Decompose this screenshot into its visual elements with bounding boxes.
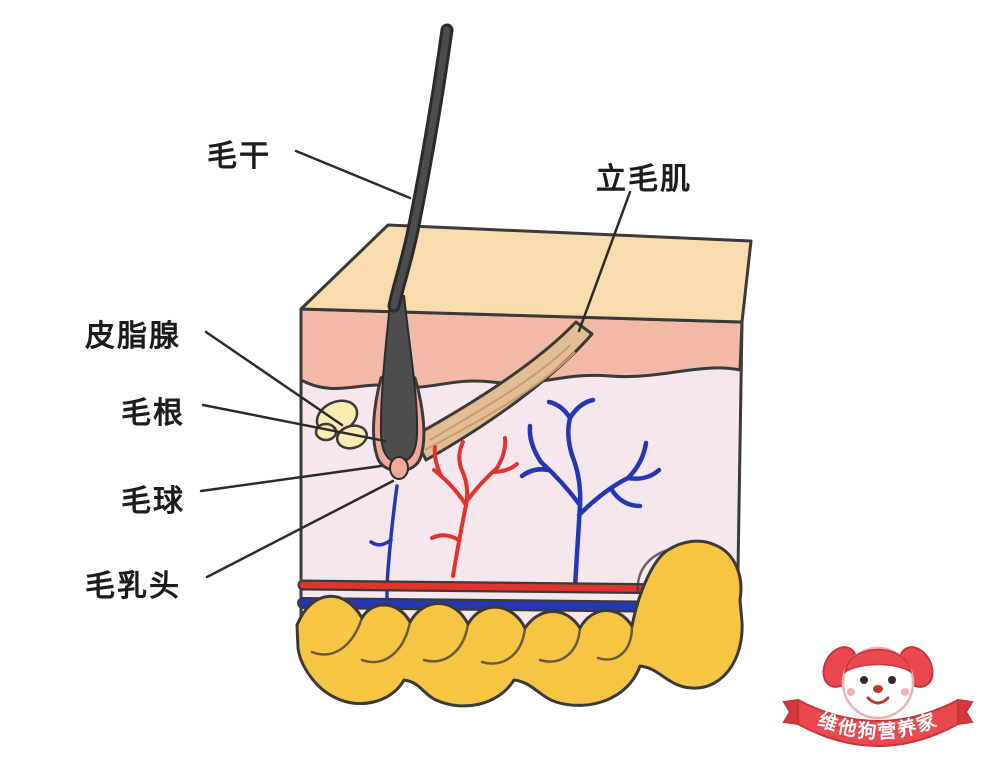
artery-line xyxy=(299,581,690,593)
sebaceous-lobe xyxy=(335,424,369,450)
vein-capillary-tree xyxy=(519,397,662,592)
label-hair-root: 毛根 xyxy=(121,397,185,430)
leader-arrector-pili xyxy=(577,190,632,333)
label-hair-shaft: 毛干 xyxy=(207,140,271,173)
dog-eye-left xyxy=(860,676,868,684)
banner-end-left xyxy=(782,698,799,726)
leader-lines xyxy=(199,149,632,579)
fat-lobules xyxy=(295,539,744,708)
artery-capillary-tree xyxy=(430,436,519,578)
dog-nose xyxy=(873,685,883,693)
label-hair-bulb: 毛球 xyxy=(121,485,185,518)
follicle-vein xyxy=(369,484,399,604)
subcutaneous-fat xyxy=(295,539,744,708)
label-sebaceous-gland: 皮脂腺 xyxy=(85,320,181,353)
hair-shaft xyxy=(387,23,454,313)
banner-end-right xyxy=(957,698,974,726)
arrector-pili-muscle xyxy=(412,320,594,462)
leader-hair-root xyxy=(201,403,387,443)
muscle-striation xyxy=(424,351,576,451)
sebaceous-lobe xyxy=(314,422,338,442)
muscle-striation xyxy=(429,344,571,441)
dog-cap xyxy=(843,648,913,674)
dog-mouth xyxy=(866,696,890,705)
mascot-logo: 维他狗营养家 xyxy=(782,646,974,747)
leader-hair-shaft xyxy=(294,149,412,200)
leader-sebaceous-gland xyxy=(204,330,344,427)
dog-eye-right xyxy=(888,676,896,684)
leader-hair-papilla xyxy=(205,479,395,579)
leader-hair-bulb xyxy=(199,464,383,493)
dog-blush-right xyxy=(901,688,909,696)
deep-vessels xyxy=(297,579,692,613)
hair-shaft-core xyxy=(390,26,451,310)
hair-papilla xyxy=(389,456,409,480)
hair-follicle xyxy=(314,295,426,480)
sebaceous-gland xyxy=(314,399,369,450)
vein-line xyxy=(299,599,690,611)
label-hair-papilla: 毛乳头 xyxy=(85,570,181,603)
muscle-body xyxy=(412,320,594,462)
skin-surface-top-face xyxy=(299,223,753,324)
dog-blush-left xyxy=(847,688,855,696)
label-arrector-pili: 立毛肌 xyxy=(596,163,692,196)
fat-lobule-outlines xyxy=(310,548,670,665)
logo-banner xyxy=(797,699,959,747)
